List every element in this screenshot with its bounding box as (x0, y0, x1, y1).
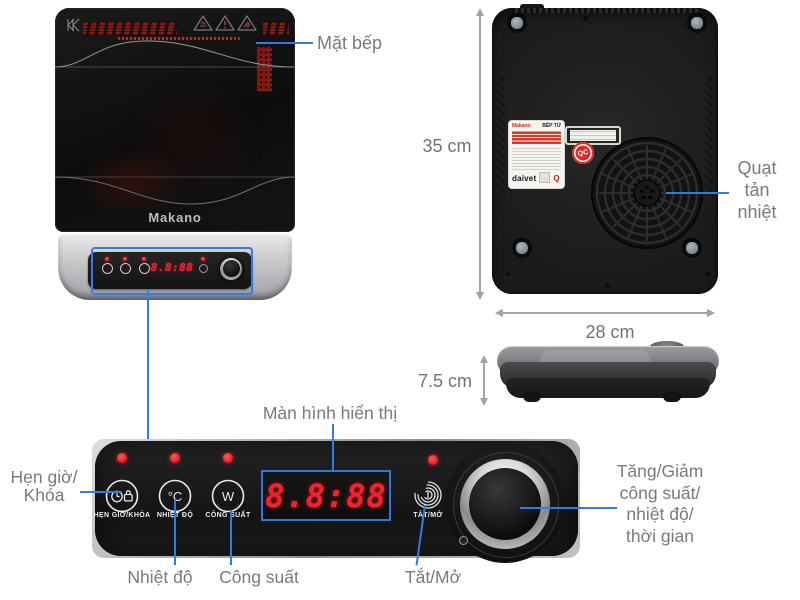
display-callout-line (332, 424, 334, 472)
led-display-value: 8.8:88 (265, 476, 387, 515)
depth-dimension-line (483, 360, 485, 400)
mini-power-button (138, 263, 150, 274)
glass-reflection (55, 8, 295, 232)
fan-callout-line (666, 192, 729, 194)
rubber-foot (682, 238, 702, 258)
side-vent-right (705, 76, 713, 194)
side-foot (523, 392, 541, 402)
screw-hole (706, 272, 710, 276)
arrow-up-icon (476, 8, 484, 16)
surface-callout-label: Mặt bếp (317, 33, 383, 53)
brand-mark-icon (67, 18, 80, 32)
led-stripe-right (257, 47, 272, 91)
sticker-text-lines (512, 146, 561, 170)
height-dimension-label: 35 cm (422, 136, 472, 156)
panel-connector-line (147, 291, 149, 439)
arrow-up-icon (480, 355, 488, 363)
arrow-left-icon (495, 309, 503, 317)
decorative-waves (55, 40, 295, 205)
temperature-icon: °C (168, 489, 183, 504)
width-dimension-line (501, 312, 709, 314)
timer-lock-callout-label: Hẹn giờ/ Khóa (10, 467, 78, 505)
surface-callout-line (256, 42, 313, 44)
temperature-callout-label: Nhiệt độ (127, 567, 193, 587)
knob-callout-label: Tăng/Giảm công suất/ nhiệt độ/ thời gian (616, 461, 704, 546)
rubber-foot (687, 13, 707, 33)
power-button: W (211, 479, 245, 513)
display-callout-label: Màn hình hiển thị (262, 403, 398, 423)
mini-led-display: 8.8:88 (150, 261, 194, 274)
timer-lock-label: HẸN GIỜ/KHÓA (93, 512, 151, 519)
screw-hole (605, 283, 610, 288)
indicator-dot (123, 257, 127, 261)
power-label: CÔNG SUẤT (205, 512, 251, 519)
indicator-dot (142, 257, 146, 261)
spec-sticker: Makano BẾP TỪ daivet Q (509, 121, 564, 188)
indicator-dot (428, 455, 438, 465)
sticker-square (539, 172, 551, 183)
indicator-dot (201, 257, 205, 261)
panel-highlight-box (91, 247, 253, 295)
knob-callout-line (520, 507, 617, 509)
height-dimension-line (479, 14, 481, 294)
screw-hole (506, 272, 510, 276)
on-off-label: TẮT/MỞ (413, 512, 443, 519)
indicator-dot (170, 453, 180, 463)
cooktop-back-view: Makano BẾP TỪ daivet Q QC (492, 4, 718, 296)
arrow-down-icon (480, 398, 488, 406)
screw-hole (583, 16, 588, 21)
knob-scale-ring (453, 452, 559, 558)
fan-callout-label: Quạt tản nhiệt (737, 158, 777, 222)
hazard-stripes-right (263, 22, 289, 35)
cooktop-front-view: Makano 8.8:88 (55, 8, 295, 300)
depth-dimension-label: 7.5 cm (417, 371, 473, 391)
indicator-dot (117, 453, 127, 463)
indicator-dot (223, 453, 233, 463)
power-callout-label: Công suất (219, 567, 299, 587)
warning-triangles-icon (193, 15, 257, 31)
width-dimension-label: 28 cm (585, 322, 635, 342)
led-display: 8.8:88 (261, 470, 391, 521)
brand-text: Makano (148, 210, 202, 225)
side-vent-left (497, 76, 505, 194)
hazard-stripes-left (83, 22, 177, 35)
mini-temp-button (119, 263, 131, 274)
arrow-down-icon (476, 292, 484, 300)
timer-lock-button (105, 479, 139, 513)
glass-surface (55, 8, 295, 232)
sticker-logo: daivet (512, 174, 537, 183)
sticker-product-type: BẾP TỪ (542, 123, 561, 129)
warning-text-strip (118, 37, 240, 40)
cooktop-side-view (495, 338, 721, 408)
mini-timer-button (101, 263, 113, 274)
on-off-callout-label: Tắt/Mở (404, 567, 462, 587)
mini-control-panel: 8.8:88 (88, 252, 252, 289)
arrow-right-icon (707, 309, 715, 317)
side-foot (663, 392, 681, 402)
indicator-dot (105, 257, 109, 261)
rotary-knob (469, 468, 541, 540)
power-callout-line (230, 510, 232, 565)
side-lower-body (506, 378, 710, 398)
temperature-callout-line (174, 499, 176, 565)
control-panel-closeup: HẸN GIỜ/KHÓA °C NHIỆT ĐỘ W CÔNG SUẤT 8.8… (94, 441, 578, 563)
timer-lock-callout-line (80, 491, 122, 493)
knob-marker (459, 536, 468, 545)
production-sticker (566, 127, 620, 144)
mini-onoff-button (198, 264, 208, 273)
sticker-brand: Makano (512, 123, 531, 129)
on-off-button (414, 481, 442, 509)
top-vent-serration (512, 8, 698, 13)
sticker-q-mark: Q (553, 174, 560, 183)
power-icon: W (222, 489, 235, 504)
mini-knob (217, 254, 245, 283)
rubber-foot (512, 238, 532, 258)
rubber-foot (507, 13, 527, 33)
sticker-spec-rows (512, 131, 561, 144)
